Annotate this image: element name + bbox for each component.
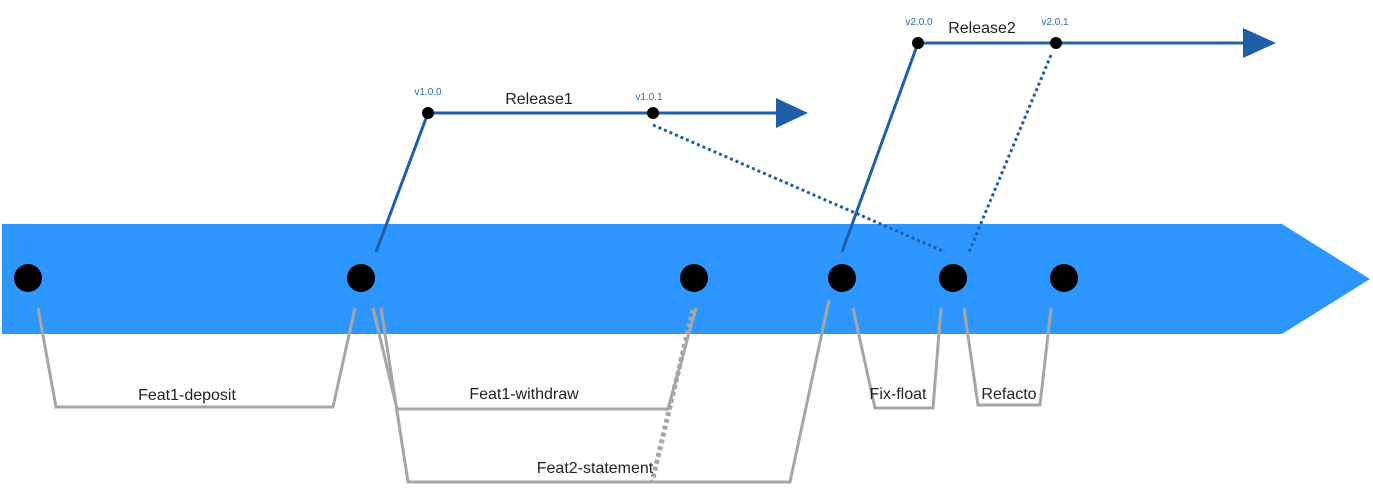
release2-branch-off-line: [840, 42, 920, 253]
tag-label-v2-0-0: v2.0.0: [905, 17, 933, 28]
release2-merge-dotted-line: [967, 54, 1053, 253]
commit-dot: [347, 264, 375, 292]
branch-line-feat1-deposit: [36, 307, 357, 409]
branch-label-feat1-withdraw: Feat1-withdraw: [469, 386, 579, 403]
feature-branch-lines: [36, 299, 1053, 484]
release1-arrowhead: [776, 98, 808, 128]
tag-label-v2-0-1: v2.0.1: [1041, 17, 1069, 28]
release-lines: [374, 28, 1276, 254]
release1-branch-off-line: [374, 112, 430, 253]
branch-label-fix-float: Fix-float: [870, 386, 927, 403]
commit-dot: [1050, 264, 1078, 292]
commit-dot: [828, 264, 856, 292]
tag-label-v1-0-1: v1.0.1: [635, 92, 663, 103]
mainline-commits: [14, 264, 1078, 292]
tag-commit-dot: [912, 37, 924, 49]
commit-dot: [14, 264, 42, 292]
branch-line-fix-float: [851, 307, 943, 410]
branch-label-feat2-statement: Feat2-statement: [537, 460, 654, 477]
tag-commit-dot: [1050, 37, 1062, 49]
commit-dot: [939, 264, 967, 292]
release-commits: [422, 37, 1062, 119]
branch-line-refacto: [962, 307, 1053, 407]
release2-arrowhead: [1243, 28, 1276, 58]
branch-line-feat2-statement-dotted: [649, 309, 696, 483]
release-label-release2: Release2: [948, 20, 1016, 37]
branch-line-feat2-statement: [379, 299, 831, 484]
tag-commit-dot: [422, 107, 434, 119]
commit-dot: [680, 264, 708, 292]
tag-commit-dot: [647, 107, 659, 119]
branch-label-refacto: Refacto: [981, 386, 1036, 403]
tag-label-v1-0-0: v1.0.0: [414, 87, 442, 98]
release-label-release1: Release1: [505, 91, 573, 108]
branch-label-feat1-deposit: Feat1-deposit: [138, 387, 236, 404]
release1-merge-dotted-line: [652, 123, 946, 254]
